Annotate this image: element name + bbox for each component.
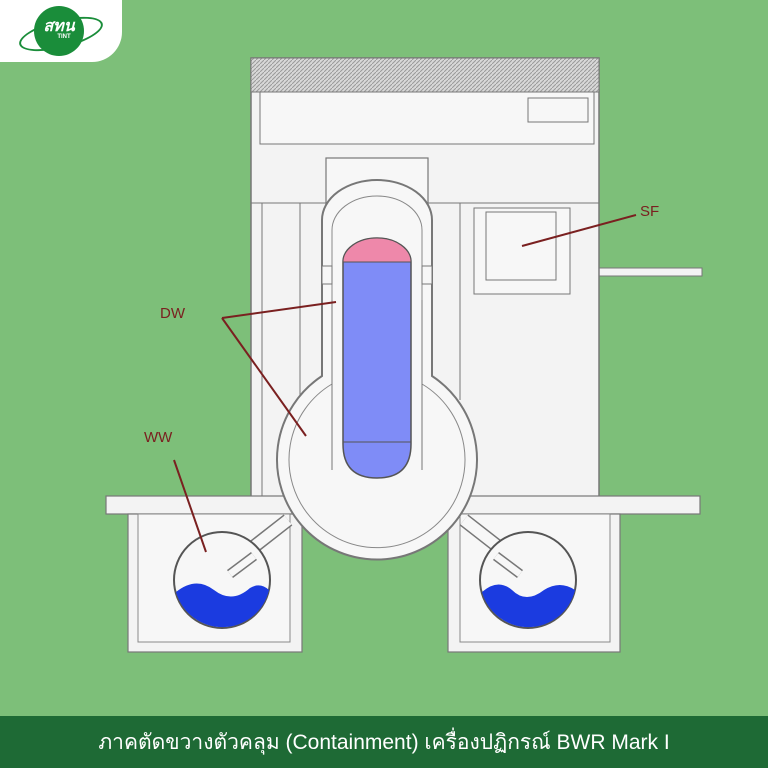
logo-globe-icon	[34, 6, 84, 56]
bwr-containment-diagram: SF DW WW	[105, 57, 703, 653]
logo-badge: สทน TINT	[0, 0, 122, 62]
vessel-top-head	[342, 237, 412, 263]
drywell-inner	[288, 195, 466, 549]
spent-fuel-pool-inner	[485, 211, 557, 281]
dw-leader-lower	[221, 317, 307, 437]
label-dw: DW	[160, 305, 186, 322]
label-ww: WW	[144, 429, 173, 446]
roof-hatching	[250, 57, 600, 93]
vent-stub-right-fill	[493, 553, 523, 577]
suppression-water-right	[482, 584, 575, 628]
side-pipe	[597, 267, 703, 277]
caption-bar: ภาคตัดขวางตัวคลุม (Containment) เครื่องป…	[0, 716, 768, 768]
logo-text: สทน	[43, 18, 75, 35]
dw-leader-upper	[221, 301, 337, 319]
vessel-support-left	[321, 265, 333, 285]
vessel-support-right	[421, 265, 433, 285]
ww-leader	[173, 459, 207, 553]
logo-subtext: TINT	[57, 34, 71, 40]
sf-leader	[521, 214, 637, 247]
crane-box	[527, 97, 589, 123]
caption-text: ภาคตัดขวางตัวคลุม (Containment) เครื่องป…	[98, 730, 670, 754]
label-sf: SF	[640, 203, 659, 220]
suppression-water-left	[176, 583, 269, 628]
vent-stub-left-fill	[227, 553, 257, 577]
